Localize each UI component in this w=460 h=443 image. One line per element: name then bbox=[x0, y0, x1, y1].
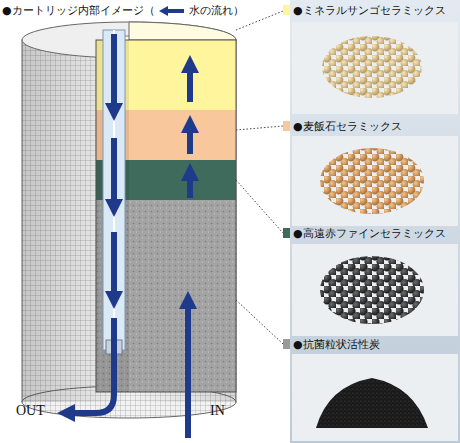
legend-text: ●高遠赤ファインセラミックス bbox=[293, 227, 446, 240]
activated-carbon-photo bbox=[316, 378, 428, 428]
flow-label: OUT bbox=[16, 403, 45, 419]
coral-ceramic-photo bbox=[322, 36, 422, 98]
photo-background bbox=[292, 354, 458, 441]
legend-text: 水の流れ bbox=[189, 4, 233, 17]
legend-text: ●ミネラルサンゴセラミックス bbox=[293, 4, 446, 17]
legend-arrow-sample bbox=[158, 6, 186, 16]
header-row: ●カートリッジ内部イメージ（ 水の流れ ） bbox=[2, 3, 244, 18]
cartridge-shade bbox=[22, 40, 236, 402]
center-tube bbox=[103, 30, 125, 350]
legend-swatch bbox=[283, 339, 290, 349]
far-infrared-ceramic-photo bbox=[320, 256, 424, 324]
panel-background bbox=[290, 0, 460, 443]
tube-highlight bbox=[113, 30, 115, 350]
header-label: ） bbox=[233, 4, 244, 17]
flow-label: IN bbox=[210, 403, 225, 419]
legend-swatch bbox=[283, 5, 290, 15]
photo-background bbox=[292, 22, 458, 114]
header-legend-slot: 水の流れ bbox=[189, 3, 233, 18]
header-title-slot: ●カートリッジ内部イメージ（ bbox=[2, 3, 155, 18]
diagram-title: ●カートリッジ内部イメージ（ bbox=[2, 4, 155, 17]
cartridge-body bbox=[22, 40, 236, 402]
leader-lines bbox=[236, 11, 283, 344]
bakuhan-ceramic-photo bbox=[320, 148, 424, 214]
legend-text: ●麦飯石セラミックス bbox=[293, 120, 402, 133]
cut-top-face bbox=[129, 22, 236, 40]
legend-swatch bbox=[283, 228, 290, 238]
flow-arrows bbox=[66, 34, 190, 438]
legend-swatch bbox=[283, 121, 290, 131]
legend-text: ●抗菌粒状活性炭 bbox=[293, 338, 380, 351]
header-label-slot: ） bbox=[233, 3, 244, 18]
photo-background bbox=[292, 244, 458, 336]
photo-background bbox=[292, 136, 458, 226]
